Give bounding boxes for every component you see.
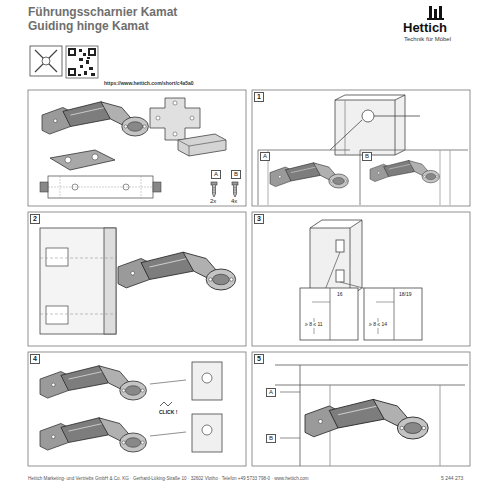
- document-number: 5 244 273: [441, 476, 463, 482]
- quantity: 4x: [231, 198, 237, 205]
- detail-letter: A: [266, 388, 276, 397]
- step-1-drawing: [258, 95, 468, 205]
- parts-overview: [40, 98, 238, 198]
- part-letter: A: [211, 170, 221, 179]
- page-subtitle: Guiding hinge Kamat: [28, 20, 149, 33]
- logo-mark: [427, 6, 444, 20]
- dimension: ≥ 8 ≤ 14: [368, 322, 388, 328]
- panel-frames: [28, 90, 470, 466]
- dimension: 18/19: [398, 292, 413, 298]
- info-icons: [30, 46, 98, 78]
- step-number: 4: [30, 354, 40, 364]
- detail-letter: B: [362, 152, 372, 161]
- part-letter: B: [231, 170, 241, 179]
- step-number: 1: [254, 92, 264, 102]
- brand-slogan: Technik für Möbel: [404, 36, 451, 43]
- brand-logo: Hettich: [403, 21, 447, 35]
- step-3-drawing: [300, 220, 422, 340]
- step-number: 2: [30, 214, 40, 224]
- dimension: 16: [336, 292, 344, 298]
- step-number: 5: [254, 354, 264, 364]
- step-2-drawing: [40, 228, 116, 334]
- footer-address: Hettich Marketing- und Vertriebs GmbH & …: [28, 476, 309, 481]
- page-title: Führungsscharnier Kamat: [28, 6, 177, 19]
- quantity: 2x: [210, 198, 216, 205]
- detail-letter: A: [260, 152, 270, 161]
- step-4-drawing: [150, 362, 222, 452]
- click-note: CLICK !: [158, 410, 178, 416]
- url: https://www.hettich.com/short/c4a5a0: [104, 81, 194, 87]
- step-number: 3: [254, 214, 264, 224]
- detail-letter: B: [266, 434, 276, 443]
- dimension: ≥ 8 ≤ 11: [304, 322, 324, 328]
- step-5-drawing: [275, 365, 468, 466]
